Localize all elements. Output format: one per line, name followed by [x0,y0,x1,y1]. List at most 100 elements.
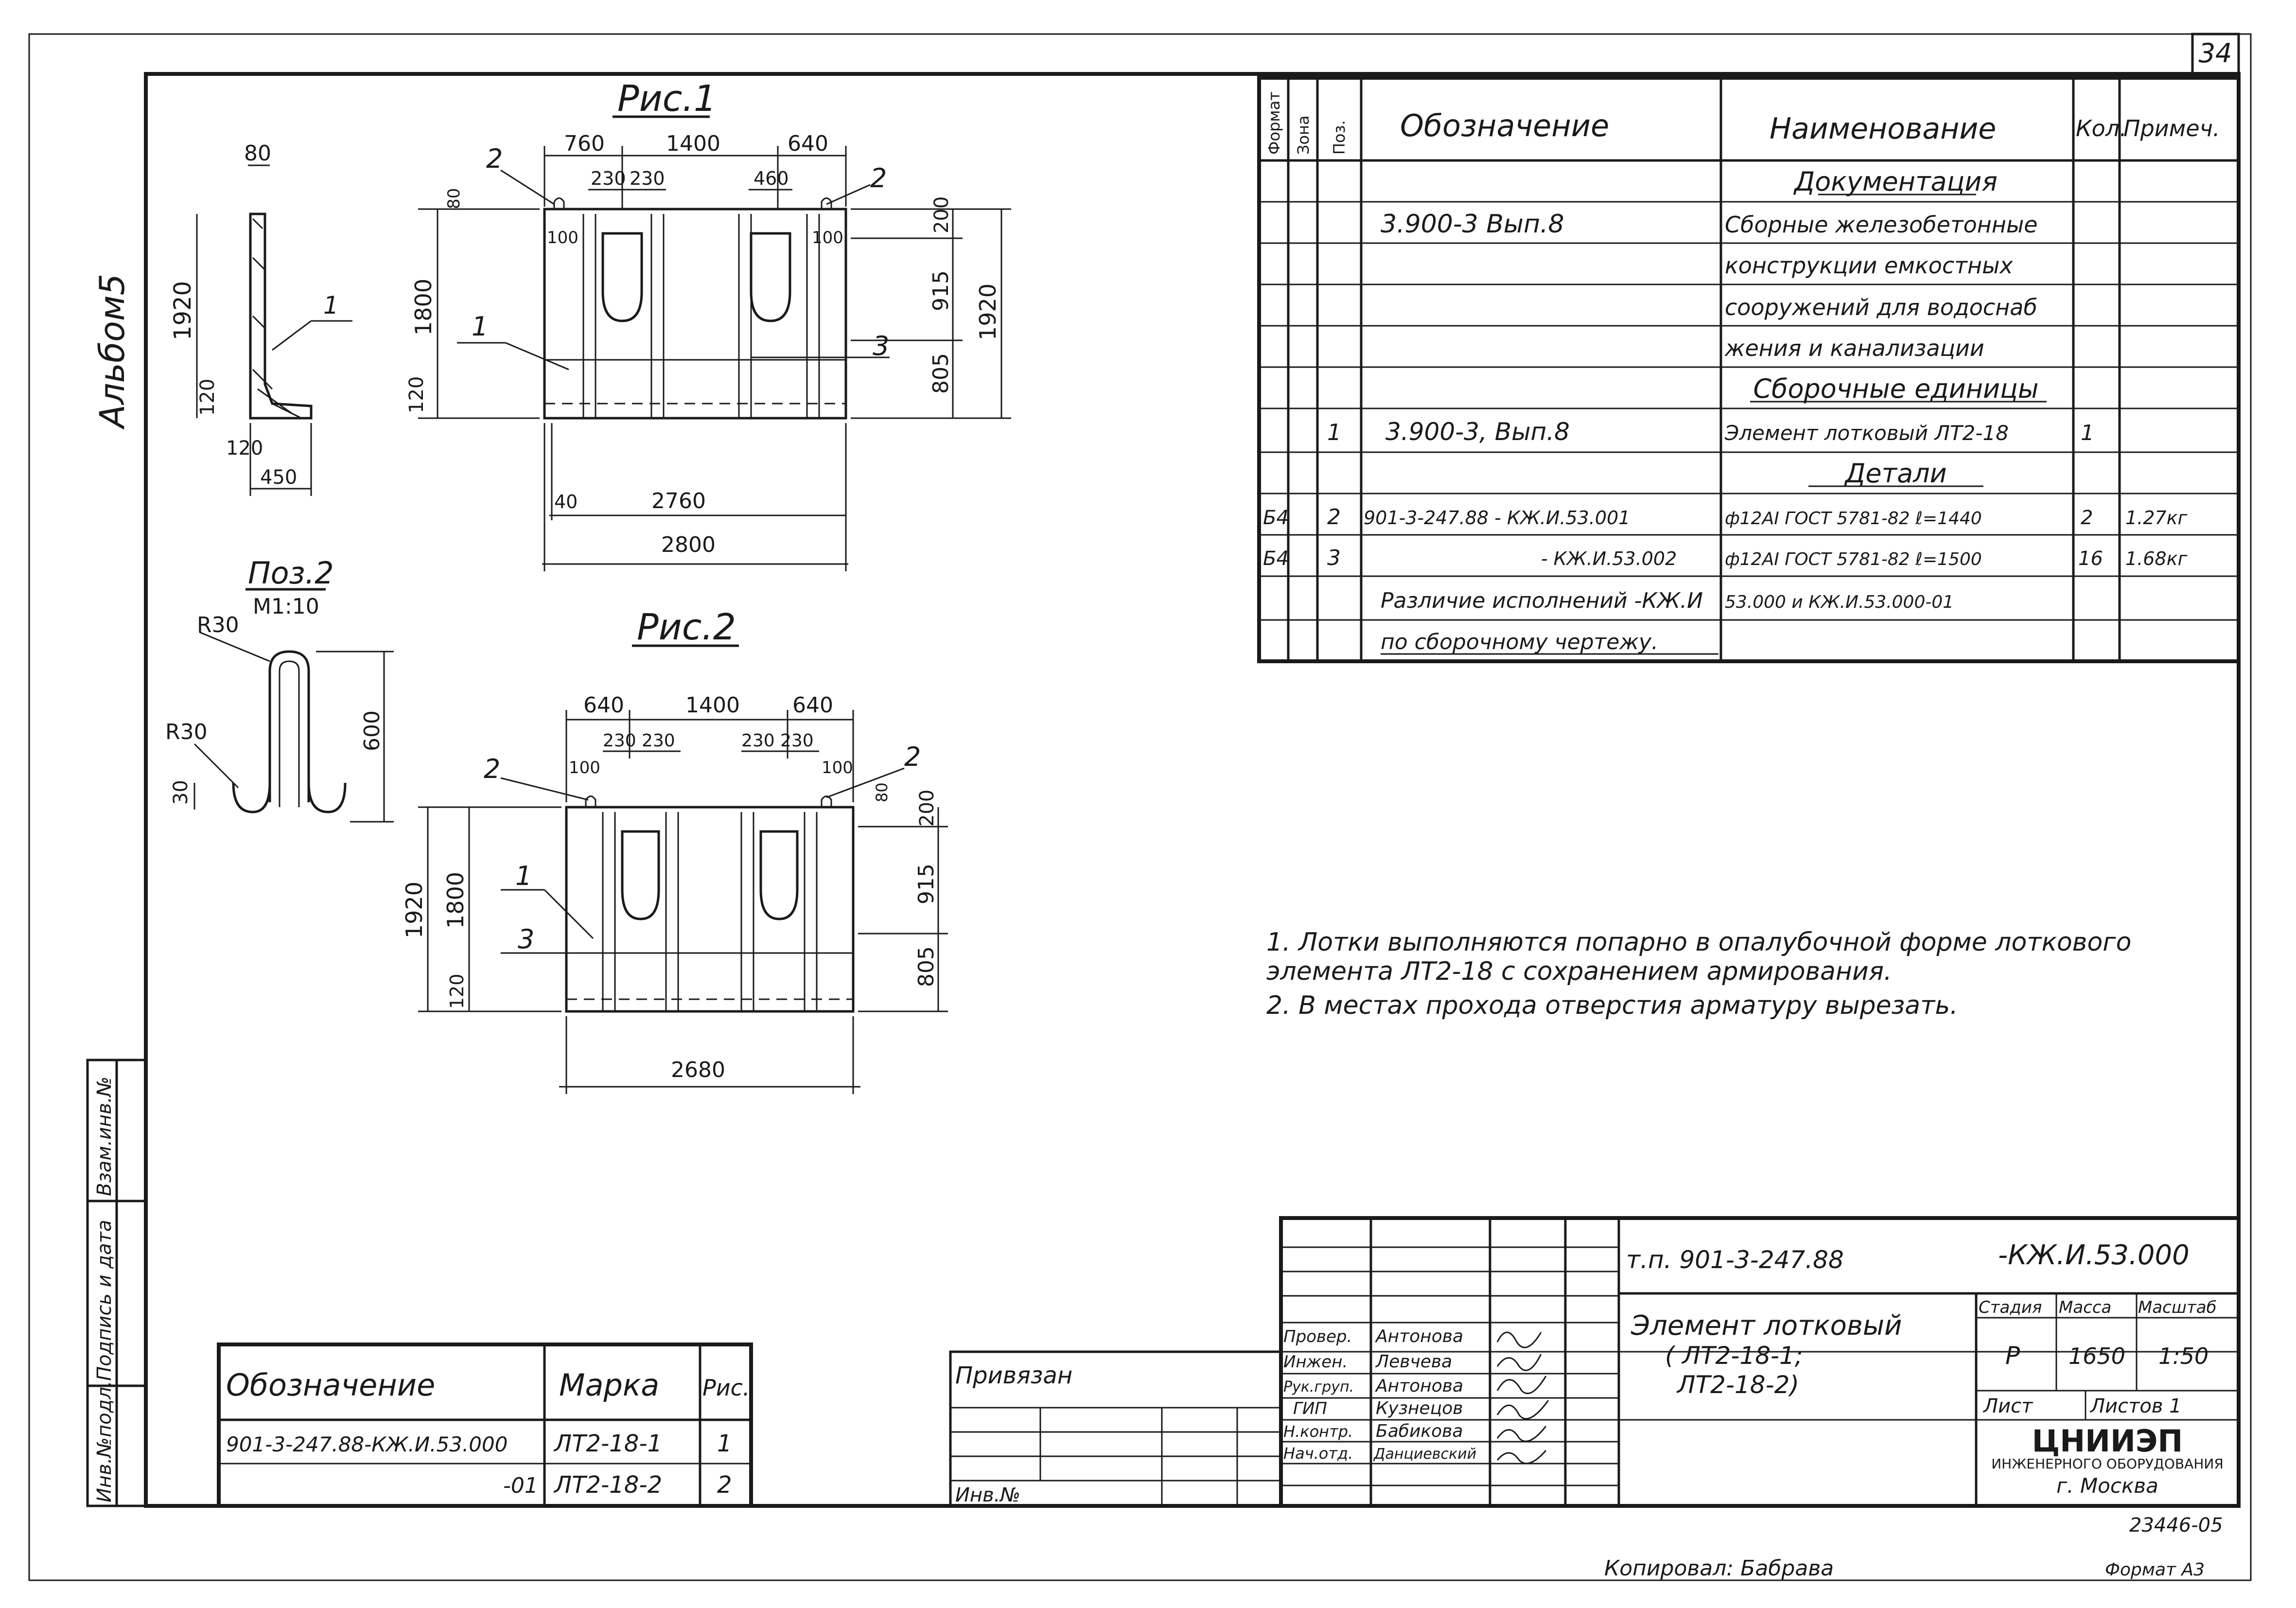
fig2-leader-3: 3 [518,924,534,954]
pos2-r-bottom: R30 [165,720,208,744]
section-view: 80 1920 120 120 450 1 [169,141,352,496]
title-mass-label: Масса [2059,1298,2111,1317]
fig2-title: Рис.2 [637,606,736,648]
section-dim-120: 120 [226,437,263,459]
fig1-opening-right [750,232,791,322]
signature [1496,1450,1547,1465]
pos2-detail: Поз.2 М1:10 R30 R30 30 600 [165,555,394,823]
spec-row-name: жения и канализации [1724,335,1984,361]
section-leader-1: 1 [323,291,339,319]
title-scale: 1:50 [2158,1343,2208,1369]
page-number: 34 [2199,38,2232,69]
title-sheet-label: Лист [1982,1395,2033,1417]
spec-header-format: Формат [1265,91,1283,155]
spec-header-name: Наименование [1770,112,1996,146]
side-stamp: Инв.№подл. Подпись и дата Взам.инв.№ [86,1059,147,1507]
marks-header-designation: Обозначение [226,1367,435,1403]
role-name: Данциевский [1373,1446,1476,1463]
fig1-leader-3: 3 [873,331,889,361]
pos2-r-top: R30 [197,613,239,637]
signature [1496,1376,1547,1395]
pos2-dim-30: 30 [170,780,192,805]
title-org-2: ИНЖЕНЕРНОГО ОБОРУДОВАНИЯ [1991,1456,2224,1472]
fig2-dim-1920: 1920 [401,882,427,938]
fig1-dim-1800: 1800 [410,279,437,336]
signature [1496,1354,1542,1371]
title-element-name-1: Элемент лотковый [1630,1310,1902,1342]
fig1-opening-left [601,232,643,322]
inner-frame [144,72,2241,1508]
title-org-1: ЦНИИЭП [2032,1423,2183,1459]
fig1-title: Рис.1 [617,78,717,120]
pos2-title: Поз.2 [248,555,334,591]
fig2-dim-100r: 100 [822,758,853,777]
fig1-dim-100l: 100 [547,228,578,247]
title-project-code: т.п. 901-3-247.88 [1626,1246,1844,1274]
title-element-name-3: ЛТ2-18-2) [1676,1371,1799,1399]
role-label: Рук.груп. [1283,1378,1354,1396]
stamp-inv-podl: Инв.№подл. [93,1380,116,1502]
title-org-3: г. Москва [2056,1474,2158,1498]
binding-block: Привязан Инв.№ [949,1350,1282,1507]
spec-row-designation: 3.900-3, Вып.8 [1385,418,1570,446]
marks-table: Обозначение Марка Рис. 901-3-247.88-КЖ.И… [217,1343,753,1508]
spec-row-qty: 2 [2081,507,2093,529]
fig1-dim-230b: 230 [630,168,665,189]
spec-row-name: Детали [1844,458,1947,489]
figure-2: Рис.2 640 1400 640 230 230 230 230 100 1… [401,606,948,1094]
fig2-dim-640a: 640 [583,693,624,718]
page-number-box [2191,33,2240,75]
fig1-leader-1: 1 [472,311,488,342]
spec-header-zone: Зона [1294,115,1313,155]
fig2-dim-230b: 230 [642,731,675,751]
album-label: Альбом5 [92,274,132,430]
spec-row-pos: 2 [1327,505,1341,530]
fig2-leader-2b: 2 [904,742,921,772]
spec-row-name: Сборные железобетонные [1725,212,2038,238]
spec-row-designation: Различие исполнений -КЖ.И [1381,588,1703,613]
signature [1496,1426,1547,1442]
inventory-code: 23446-05 [2129,1514,2223,1537]
fig2-dim-1800: 1800 [442,872,469,929]
section-dim-height: 1920 [169,281,196,340]
spec-row-designation: - КЖ.И.53.002 [1541,548,1677,569]
spec-row-pos: 1 [1327,419,1341,445]
fig2-leader-1: 1 [515,861,532,891]
fig1-dim-760: 760 [564,131,605,156]
fig1-dim-80: 80 [444,188,464,209]
role-label: Инжен. [1283,1352,1348,1372]
fig1-dim-805: 805 [929,353,953,394]
fig1-leader-2a: 2 [486,143,503,174]
fig2-dim-230a: 230 [603,731,636,751]
pos2-scale: М1:10 [253,594,319,619]
role-name: Бабикова [1376,1421,1463,1441]
fig2-body [565,806,855,1013]
copied-by: Копировал: Бабрава [1604,1556,1834,1581]
binding-label: Привязан [955,1362,1072,1389]
section-dim-base-h: 120 [196,379,219,416]
fig2-dim-915: 915 [914,864,939,904]
stamp-signature-date: Подпись и дата [93,1220,116,1381]
fig1-dim-120: 120 [405,376,428,413]
spec-row-qty: 16 [2078,548,2103,570]
fig1-dim-230a: 230 [591,168,626,189]
fig2-dim-230d: 230 [780,731,814,751]
fig2-dim-640b: 640 [792,693,833,718]
fig2-dim-230c: 230 [741,731,775,751]
title-scale-label: Масштаб [2138,1298,2217,1317]
spec-row-format: Б4 [1263,507,1289,529]
spec-row-note: 1.68кг [2125,548,2188,569]
marks-row-designation: -01 [503,1473,538,1498]
note-line: 2. В местах прохода отверстия арматуру в… [1266,991,1958,1020]
title-block: т.п. 901-3-247.88 -КЖ.И.53.000 Элемент л… [1279,1216,2241,1508]
fig1-dim-200: 200 [930,196,953,233]
spec-header-pos: Поз. [1330,120,1349,155]
spec-row-name: Сборочные единицы [1753,373,2038,404]
title-element-name-2: ( ЛТ2-18-1; [1665,1342,1803,1370]
fig1-dim-460: 460 [754,168,789,189]
section-dim-top: 80 [244,141,271,166]
spec-row-name: ф12АI ГОСТ 5781-82 ℓ=1440 [1725,509,1982,529]
spec-row-designation: по сборочному чертежу. [1381,630,1658,654]
note-line: элемента ЛТ2-18 с сохранением армировани… [1266,957,1892,986]
spec-row-name: сооружений для водоснаб [1725,294,2037,320]
